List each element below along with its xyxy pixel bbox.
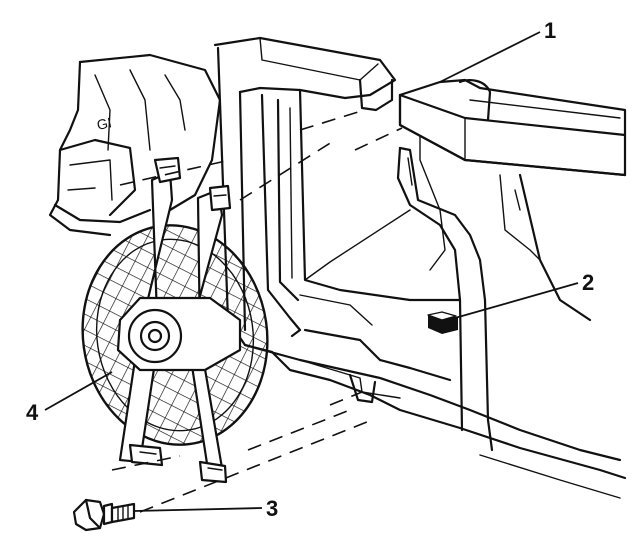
- callout-1-radiator: 1: [544, 18, 556, 43]
- callout-2-isolator: 2: [582, 270, 594, 295]
- lower-mount-tab-left: [128, 443, 164, 467]
- radiator: [398, 78, 627, 322]
- fan-mounting-bolt: [72, 498, 136, 532]
- shroud-marking-text: GI: [95, 114, 113, 133]
- radiator-support-frame: [213, 36, 627, 499]
- callout-leaders: [44, 31, 579, 512]
- fan-isolator-clip: [427, 311, 458, 334]
- lower-mount-tab-right: [198, 460, 228, 484]
- upper-mount-tab-right: [208, 184, 232, 212]
- upper-mount-tab-left: [153, 156, 182, 184]
- callout-4-fan-assembly: 4: [26, 400, 39, 425]
- engine-block: GI: [48, 53, 222, 237]
- alignment-lines: [111, 111, 403, 513]
- cooling-fan-assembly: [81, 156, 269, 484]
- callout-3-bolt: 3: [266, 496, 278, 521]
